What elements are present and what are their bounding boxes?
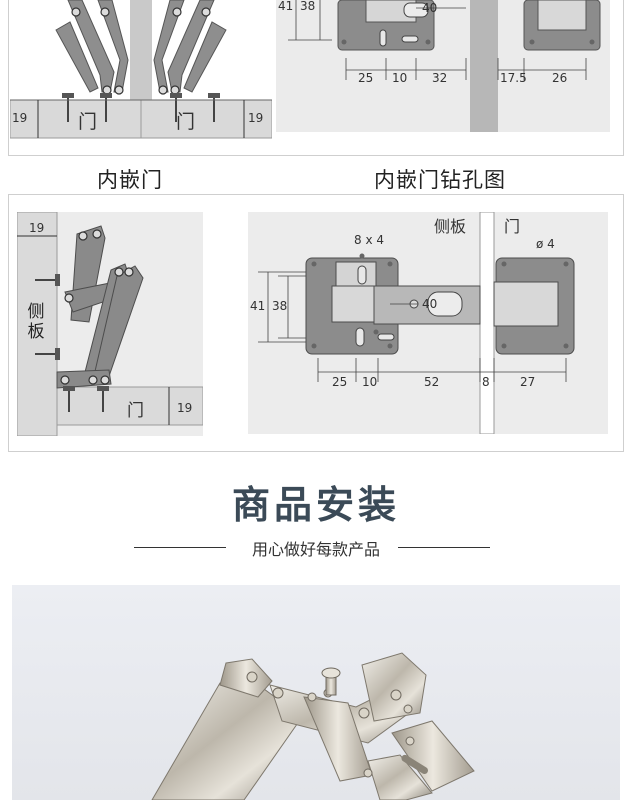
middle-right-d8: 8 [482,375,490,389]
top-right-hole: 40 [422,1,437,15]
caption-inset-door: 内嵌门 [97,168,163,192]
middle-right-side-label: 侧板 [434,217,466,236]
top-right-v2: 38 [300,0,315,13]
caption-inset-door-drilling: 内嵌门钻孔图 [374,168,506,192]
middle-right-v2: 38 [272,299,287,313]
top-left-door-label-right: 门 [176,111,195,133]
top-right-d32: 32 [432,71,447,85]
section-title-install: 商品安装 [231,483,400,527]
top-right-d26: 26 [552,71,567,85]
middle-right-d52: 52 [424,375,439,389]
middle-right-d27: 27 [520,375,535,389]
middle-left-dim-bottom: 19 [177,401,192,415]
middle-right-drilling-diagram: 侧板 门 8 x 4 ø 4 41 38 40 25 10 52 8 27 [248,212,608,434]
subtitle-line-right [398,547,490,548]
middle-left-dim-top: 19 [29,221,44,235]
middle-left-hinge-diagram: 19 19 门 [17,212,203,436]
section-subtitle: 用心做好每款产品 [251,540,380,559]
middle-right-hole: 40 [422,297,437,311]
middle-right-door-label: 门 [504,217,520,236]
top-right-v1: 41 [278,0,293,13]
top-left-hinge-diagram: 19 19 门 门 [10,0,272,139]
subtitle-line-left [134,547,226,548]
hinge-photo-illustration [151,652,475,800]
section-subtitle-row: 用心做好每款产品 [0,536,632,560]
top-right-drilling-diagram: 41 38 40 25 10 32 17.5 26 [276,0,610,132]
middle-right-d25: 25 [332,375,347,389]
top-left-door-label-left: 门 [78,111,97,133]
middle-right-slot-label: 8 x 4 [354,233,384,247]
middle-left-door-label: 门 [127,401,144,421]
middle-right-screw-label: ø 4 [536,237,555,251]
top-left-dim-left: 19 [12,111,27,125]
middle-right-v1: 41 [250,299,265,313]
top-right-d25: 25 [358,71,373,85]
top-right-d175: 17.5 [500,71,527,85]
product-photo [12,585,620,800]
middle-right-d10: 10 [362,375,377,389]
top-right-d10: 10 [392,71,407,85]
top-left-dim-right: 19 [248,111,263,125]
middle-left-side-panel-label: 侧板 [27,302,45,342]
